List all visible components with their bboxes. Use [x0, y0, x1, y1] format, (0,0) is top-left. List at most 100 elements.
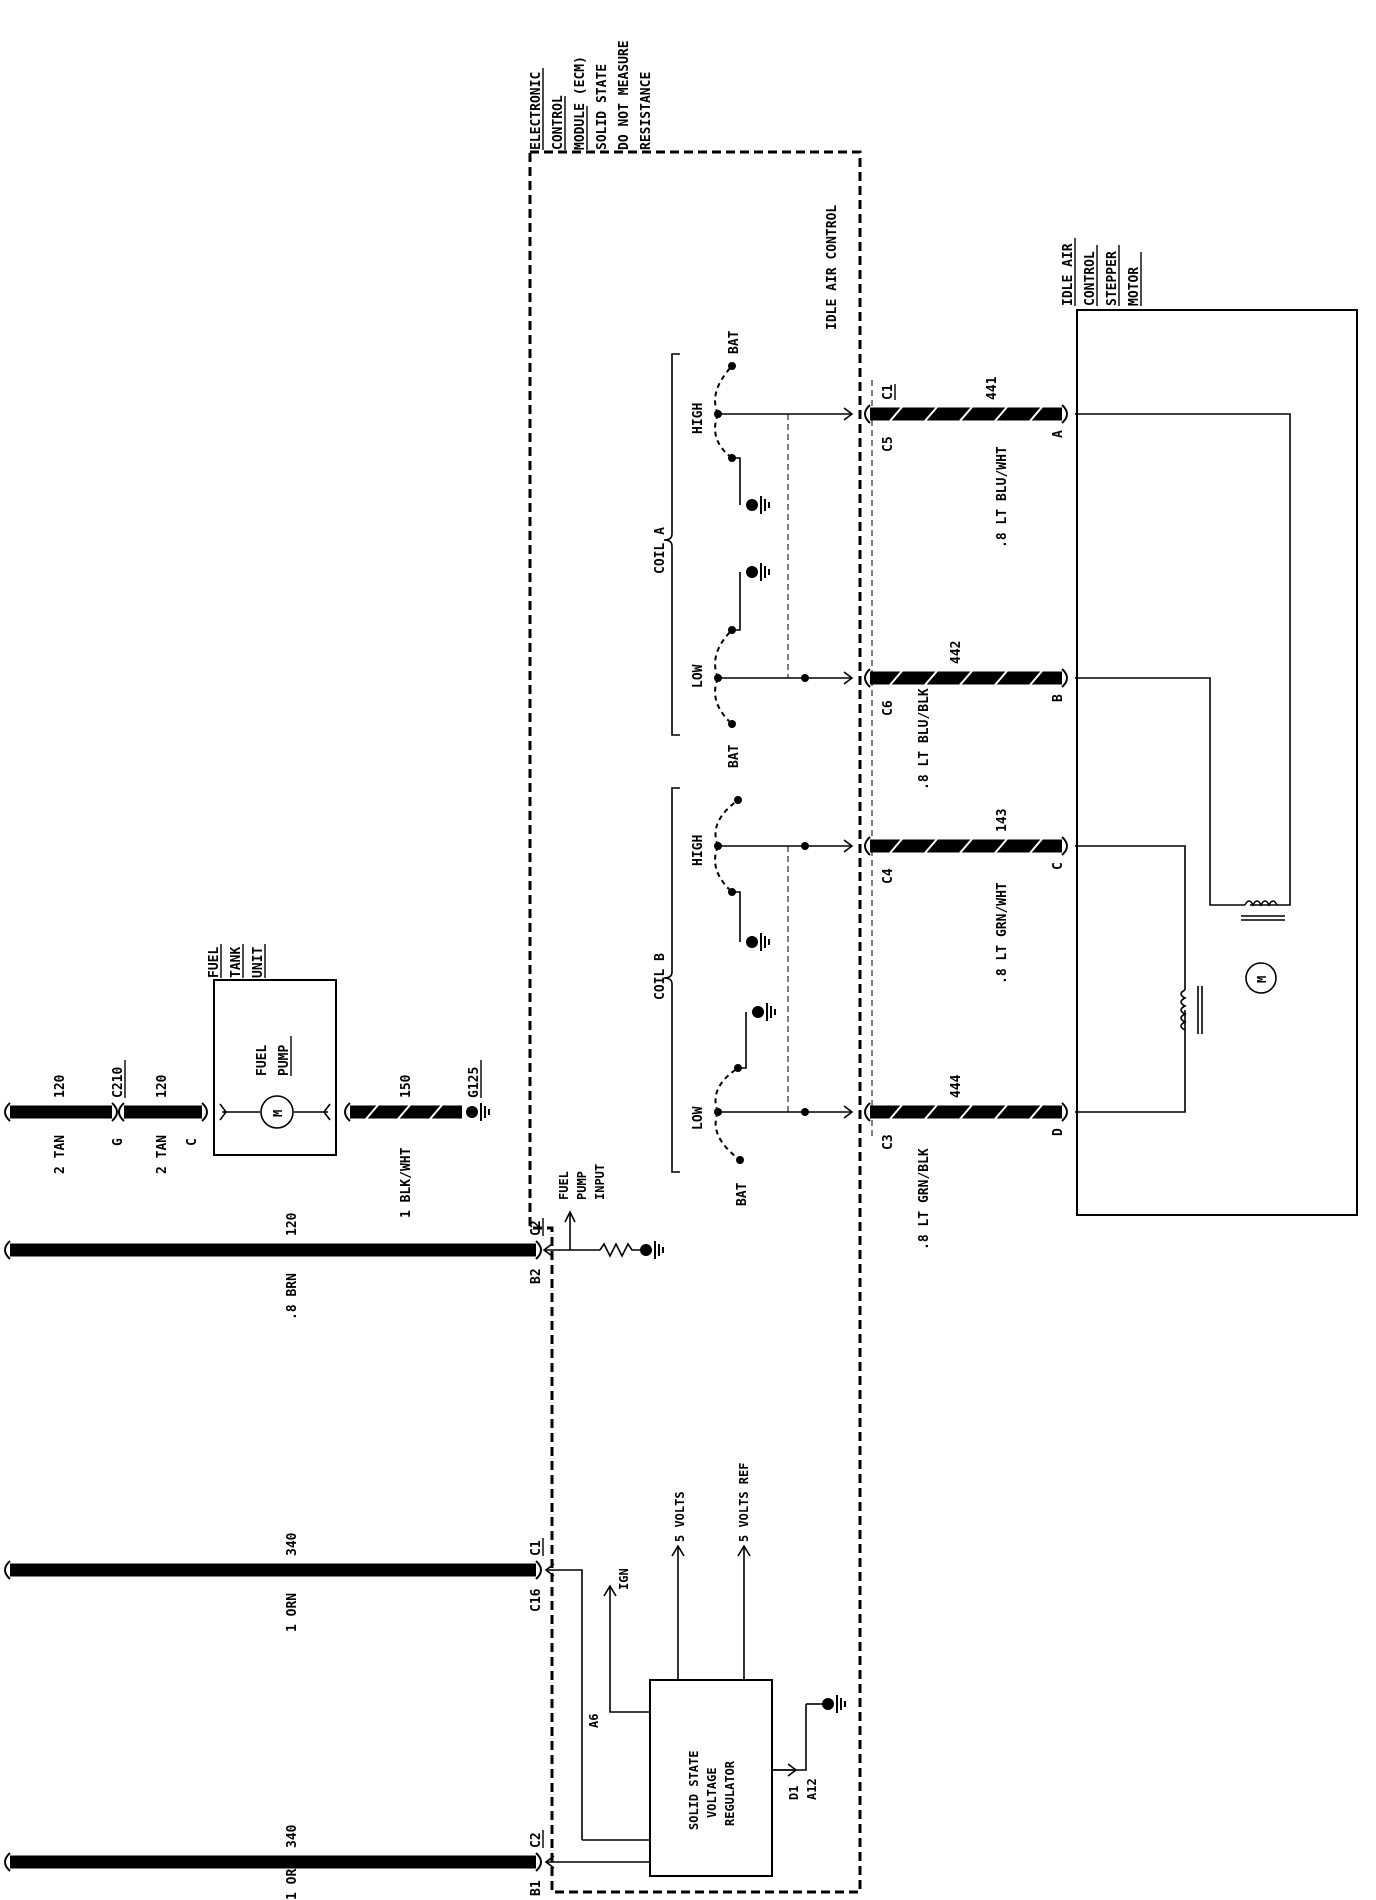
power-circuit-b1: 1 ORN 340 B1 C2 — [4, 1824, 544, 1900]
motor-pin-c: C — [1051, 862, 1066, 870]
pin-a12: A12 — [805, 1778, 819, 1800]
iac-title-line: CONTROL — [1083, 251, 1098, 306]
regulator-label: VOLTAGE — [705, 1767, 719, 1818]
bat-b-low-label: BAT — [735, 1182, 750, 1206]
circuit-441: 441 — [985, 376, 1000, 400]
power-circuit-c16: 1 ORN 340 C16 C1 — [4, 1532, 544, 1632]
circuit-340-b: 340 — [285, 1824, 300, 1848]
fuel-pump-feed: 2 TAN 120 G C210 2 TAN 120 C — [4, 1060, 208, 1174]
coil-a-label: COIL A — [653, 527, 668, 574]
iac-circuit-c: C4 143 .8 LT GRN/WHT C — [864, 809, 1068, 984]
iac-title-line: MOTOR — [1127, 267, 1142, 306]
connector-c1-iac: C1 — [881, 384, 896, 400]
pin-g: G — [111, 1138, 126, 1146]
regulator-label: SOLID STATE — [687, 1751, 701, 1830]
stepper-motor-icon — [1245, 962, 1277, 994]
pin-c16: C16 — [529, 1588, 544, 1612]
iac-motor-windings: M — [1075, 413, 1291, 1113]
wire-1-blk-wht: 1 BLK/WHT — [399, 1147, 414, 1218]
wire-lt-blu-blk: .8 LT BLU/BLK — [917, 688, 932, 790]
coil-a-group: COIL A HIGH BAT LOW BAT — [653, 330, 854, 768]
ecm-title-line: DO NOT MEASURE — [617, 40, 632, 150]
ecm-title-line: ELECTRONIC — [529, 72, 544, 150]
ecm-title-line: SOLID STATE — [595, 64, 610, 150]
circuit-444: 444 — [949, 1074, 964, 1098]
wire-1-orn-b: 1 ORN — [285, 1861, 300, 1900]
coil-b-group: COIL B HIGH LOW BAT — [653, 787, 854, 1206]
voltage-regulator: SOLID STATE VOLTAGE REGULATOR IGN A6 5 V… — [544, 1463, 846, 1877]
ecm-title-line: MODULE (ECM) — [573, 56, 588, 150]
ign-label: IGN — [617, 1568, 631, 1590]
fuel-tank-title-line: FUEL — [207, 947, 222, 978]
pin-b2: B2 — [529, 1268, 544, 1284]
stepper-motor-symbol: M — [1255, 976, 1269, 983]
motor-pin-b: B — [1051, 694, 1066, 702]
pin-c: C — [185, 1138, 200, 1146]
circuit-340-a: 340 — [285, 1532, 300, 1556]
bat-a-low-label: BAT — [727, 744, 742, 768]
pin-b1: B1 — [529, 1880, 544, 1896]
coil-b-label: COIL B — [653, 953, 668, 1000]
fuel-pump-motor-symbol: M — [271, 1110, 285, 1117]
pin-d1: D1 — [787, 1786, 801, 1800]
fuel-pump-label: FUEL — [255, 1045, 270, 1076]
fuel-pump-motor: M — [219, 1095, 331, 1129]
connector-c2-input: C2 — [529, 1220, 544, 1236]
fuel-pump-input-label: INPUT — [593, 1164, 607, 1200]
ecm-pin-c4: C4 — [881, 868, 896, 884]
five-volts-label: 5 VOLTS — [673, 1491, 687, 1542]
high-b-label: HIGH — [691, 835, 706, 866]
fuel-tank-title-line: UNIT — [251, 947, 266, 978]
circuit-143: 143 — [995, 809, 1010, 832]
circuit-120-b: 120 — [155, 1074, 170, 1098]
connector-c210: C210 — [111, 1067, 126, 1098]
fuel-tank-title: FUEL TANK UNIT — [207, 944, 266, 978]
circuit-150: 150 — [399, 1074, 414, 1098]
regulator-label: REGULATOR — [723, 1760, 737, 1826]
ecm-title-line: CONTROL — [551, 95, 566, 150]
circuit-442: 442 — [949, 641, 964, 664]
bat-a-high-label: BAT — [727, 330, 742, 354]
iac-circuit-b: C6 442 .8 LT BLU/BLK B — [864, 641, 1068, 790]
iac-title-line: IDLE AIR — [1061, 243, 1076, 306]
high-a-label: HIGH — [691, 403, 706, 434]
ecm-pin-c5: C5 — [881, 436, 896, 452]
fuel-pump-label: PUMP — [277, 1045, 292, 1076]
fuel-pump-ground: 1 BLK/WHT 150 G125 — [344, 1060, 490, 1218]
ecm-title: ELECTRONIC CONTROL MODULE (ECM) SOLID ST… — [529, 40, 654, 150]
motor-pin-d: D — [1051, 1128, 1066, 1136]
iac-motor-title: IDLE AIR CONTROL STEPPER MOTOR — [1061, 238, 1142, 306]
fuel-pump-motor-icon — [260, 1095, 294, 1129]
low-b-label: LOW — [691, 1106, 706, 1130]
ecm-title-line: RESISTANCE — [639, 72, 654, 150]
fuel-pump-input-label: PUMP — [575, 1171, 589, 1200]
pin-a6: A6 — [587, 1714, 601, 1728]
wire-lt-grn-wht: .8 LT GRN/WHT — [995, 882, 1010, 984]
iac-circuit-d: C3 444 .8 LT GRN/BLK D — [864, 1074, 1068, 1250]
wire-lt-blu-wht: .8 LT BLU/WHT — [995, 446, 1010, 548]
fuel-pump-input-label: FUEL — [557, 1171, 571, 1200]
fuel-tank-title-line: TANK — [229, 947, 244, 978]
idle-air-control-label: IDLE AIR CONTROL — [825, 205, 840, 330]
wire-2-tan-a: 2 TAN — [53, 1135, 68, 1174]
connector-c1-power: C1 — [529, 1540, 544, 1556]
wire-1-orn-a: 1 ORN — [285, 1593, 300, 1632]
wire-2-tan-b: 2 TAN — [155, 1135, 170, 1174]
iac-title-line: STEPPER — [1105, 251, 1120, 306]
five-volts-ref-label: 5 VOLTS REF — [737, 1463, 751, 1542]
ground-g125: G125 — [467, 1067, 482, 1098]
connector-c2-power: C2 — [529, 1832, 544, 1848]
wire-8-brn: .8 BRN — [285, 1273, 300, 1320]
low-a-label: LOW — [691, 664, 706, 688]
wire-lt-grn-blk: .8 LT GRN/BLK — [917, 1148, 932, 1250]
circuit-120-a: 120 — [53, 1074, 68, 1098]
ecm-pin-c3: C3 — [881, 1134, 896, 1150]
fuel-pump-input-circuit: .8 BRN 120 B2 C2 FUEL PUMP INPUT — [4, 1164, 664, 1320]
iac-motor-box — [1076, 309, 1358, 1216]
fuel-tank-box — [213, 979, 337, 1156]
iac-circuit-a: C5 441 .8 LT BLU/WHT A — [864, 376, 1068, 548]
motor-pin-a: A — [1051, 430, 1066, 438]
circuit-120-input: 120 — [285, 1212, 300, 1236]
ecm-boundary — [528, 150, 862, 1894]
